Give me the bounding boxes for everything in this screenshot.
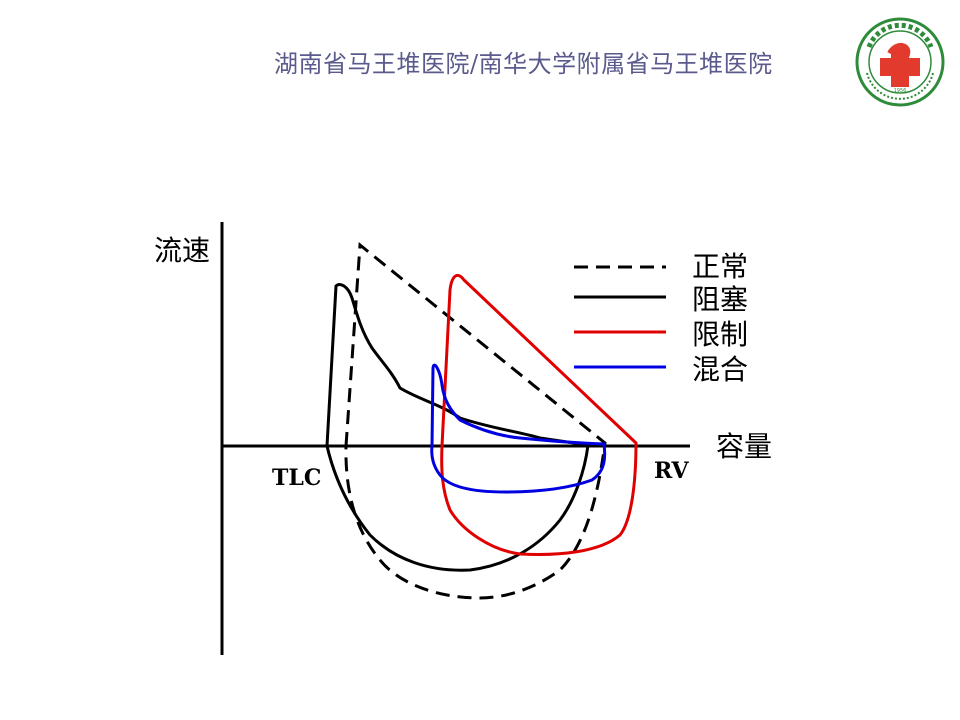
restrictive-curve [440, 273, 638, 556]
obstructive-curve [325, 283, 590, 572]
legend-label-mixed: 混合 [692, 353, 748, 386]
tlc-label: TLC [272, 465, 321, 491]
mixed-curve [430, 363, 607, 494]
legend-label-restrictive: 限制 [692, 318, 748, 351]
svg-text:1956: 1956 [894, 88, 907, 94]
y-axis-label: 流速 [154, 234, 210, 267]
legend: 正常 阻塞 限制 混合 [574, 250, 748, 386]
hospital-logo: 1956 [855, 17, 945, 107]
page-title: 湖南省马王堆医院/南华大学附属省马王堆医院 [274, 50, 773, 78]
legend-label-obstructive: 阻塞 [692, 283, 748, 316]
normal-curve [344, 242, 607, 600]
rv-label: RV [654, 458, 689, 484]
x-axis-label: 容量 [716, 430, 772, 463]
legend-label-normal: 正常 [692, 250, 748, 283]
